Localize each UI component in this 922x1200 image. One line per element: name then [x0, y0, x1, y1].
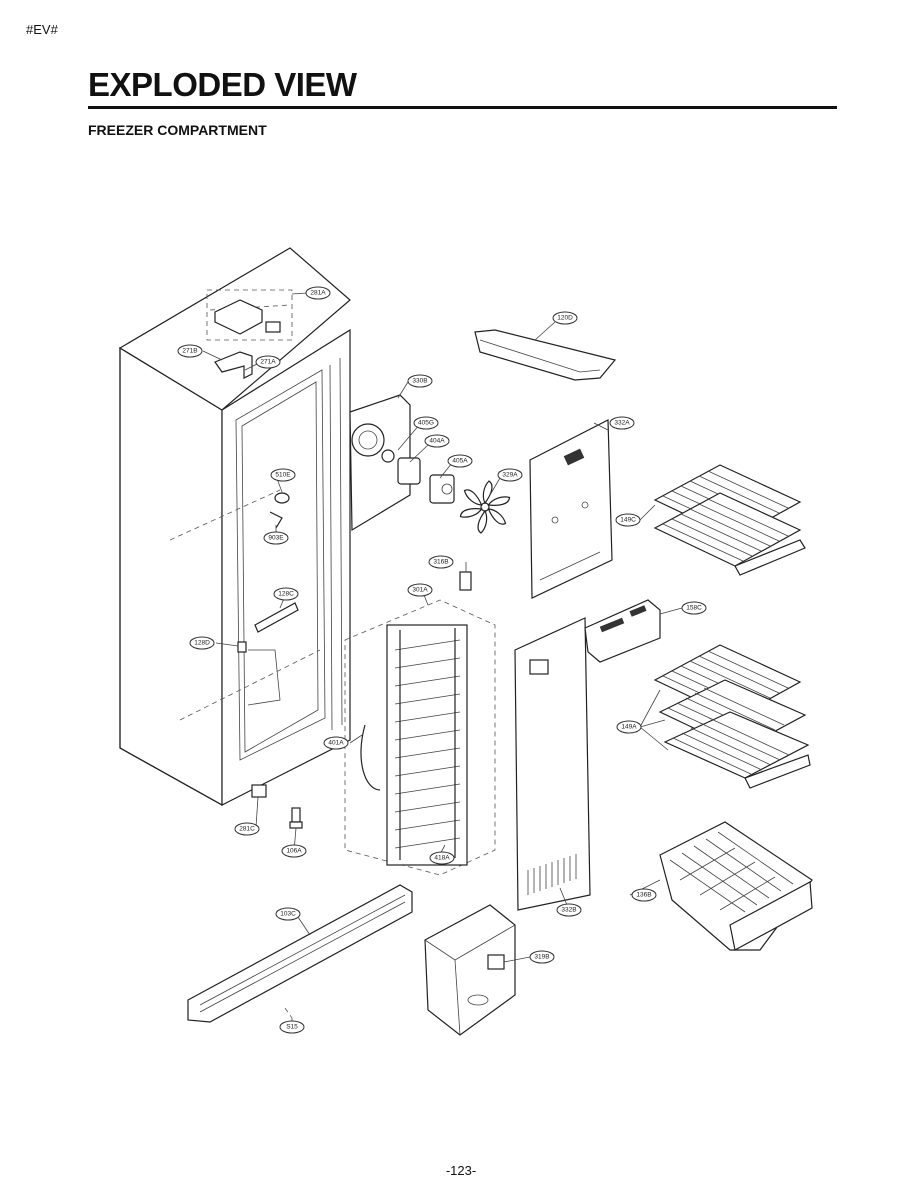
svg-text:301A: 301A	[412, 587, 428, 594]
callout-271B: 271B	[177, 344, 203, 358]
svg-text:903E: 903E	[268, 535, 284, 542]
callout-405G: 405G	[413, 416, 439, 430]
callout-405A: 405A	[447, 454, 473, 468]
svg-text:405G: 405G	[418, 420, 434, 427]
wire-basket	[659, 821, 813, 951]
document-tag: #EV#	[26, 22, 58, 37]
callout-404A: 404A	[424, 434, 450, 448]
callout-903E: 903E	[263, 531, 289, 545]
svg-text:271A: 271A	[260, 359, 276, 366]
callout-418A: 418A	[429, 851, 455, 865]
callout-271A: 271A	[255, 355, 281, 369]
cabinet	[118, 247, 351, 807]
callout-106A: 106A	[281, 844, 307, 858]
callout-281A: 281A	[305, 286, 331, 300]
callout-510E: 510E	[270, 468, 296, 482]
svg-text:319B: 319B	[534, 954, 549, 961]
svg-text:149C: 149C	[620, 517, 636, 524]
svg-text:103C: 103C	[280, 911, 296, 918]
section-subtitle: FREEZER COMPARTMENT	[88, 122, 267, 138]
callout-158C: 158C	[681, 601, 707, 615]
svg-text:332A: 332A	[614, 420, 630, 427]
callout-281C: 281C	[234, 822, 260, 836]
svg-text:510E: 510E	[275, 472, 291, 479]
base-rail	[187, 884, 413, 1023]
callout-319B: 319B	[529, 950, 555, 964]
callout-128C: 128C	[273, 587, 299, 601]
callout-149C: 149C	[615, 513, 641, 527]
title-rule	[88, 106, 837, 109]
svg-text:158C: 158C	[686, 605, 702, 612]
callout-330B: 330B	[407, 374, 433, 388]
svg-text:271B: 271B	[182, 348, 197, 355]
fan-blade	[459, 480, 511, 534]
svg-text:149A: 149A	[621, 724, 637, 731]
svg-text:404A: 404A	[429, 438, 445, 445]
svg-text:405A: 405A	[452, 458, 468, 465]
callout-128D: 128D	[189, 636, 215, 650]
callout-316B: 316B	[428, 555, 454, 569]
small-hardware	[237, 492, 303, 829]
evaporator-cover	[514, 617, 591, 911]
callout-S15: S15	[279, 1020, 305, 1034]
svg-text:418A: 418A	[434, 855, 450, 862]
svg-text:136B: 136B	[636, 892, 651, 899]
callout-329A: 329A	[497, 468, 523, 482]
svg-text:332B: 332B	[561, 907, 576, 914]
svg-text:128C: 128C	[278, 591, 294, 598]
wire-shelf-upper	[653, 464, 806, 576]
callout-136B: 136B	[631, 888, 657, 902]
wire-shelf-lower	[653, 644, 811, 789]
evaporator-assembly	[344, 571, 496, 876]
svg-text:281C: 281C	[239, 826, 255, 833]
drain-pan	[424, 904, 516, 1036]
fan-housing	[349, 394, 455, 532]
svg-text:S15: S15	[286, 1024, 298, 1031]
callout-120D: 120D	[552, 311, 578, 325]
svg-text:316B: 316B	[433, 559, 448, 566]
page-title: EXPLODED VIEW	[88, 66, 357, 103]
callout-149A: 149A	[616, 720, 642, 734]
light-housing	[584, 599, 661, 663]
callout-301A: 301A	[407, 583, 433, 597]
callout-332A: 332A	[609, 416, 635, 430]
svg-text:330B: 330B	[412, 378, 427, 385]
svg-text:329A: 329A	[502, 472, 518, 479]
callout-103C: 103C	[275, 907, 301, 921]
callout-leaders	[202, 292, 683, 1027]
top-cover	[474, 329, 617, 381]
svg-text:106A: 106A	[286, 848, 302, 855]
svg-text:120D: 120D	[557, 315, 573, 322]
svg-text:401A: 401A	[328, 740, 344, 747]
svg-text:281A: 281A	[310, 290, 326, 297]
page-number: -123-	[445, 1163, 477, 1178]
callout-401A: 401A	[323, 736, 349, 750]
callout-332B: 332B	[556, 903, 582, 917]
svg-text:128D: 128D	[194, 640, 210, 647]
rear-duct-panel	[529, 419, 613, 599]
top-bracket-assembly	[206, 289, 293, 379]
